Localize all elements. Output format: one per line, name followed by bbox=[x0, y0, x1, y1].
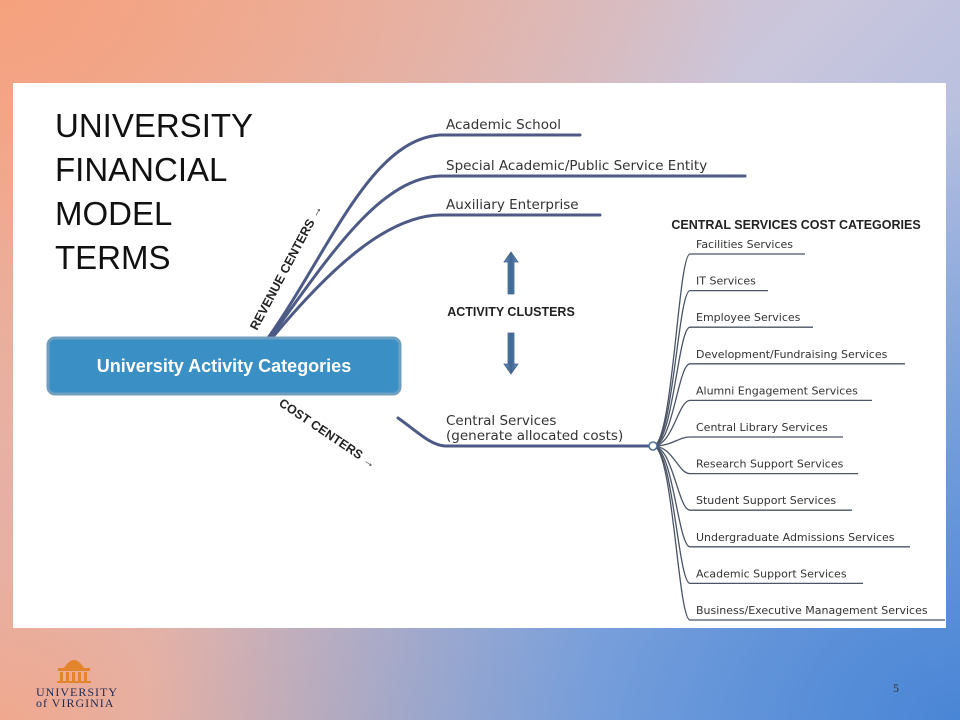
branch-label-auxiliary-enterprise: Auxiliary Enterprise bbox=[446, 197, 579, 213]
revenue-branch-lines bbox=[266, 133, 747, 448]
branch-label-academic-school: Academic School bbox=[446, 117, 561, 133]
cost-category-line bbox=[652, 289, 768, 447]
cost-category-line bbox=[652, 253, 805, 447]
root-node-label: University Activity Categories bbox=[97, 356, 351, 376]
activity-clusters-arrows bbox=[503, 251, 519, 375]
cost-category-line bbox=[652, 399, 872, 447]
cost-category-label: Academic Support Services bbox=[696, 567, 847, 580]
university-logo: UNIVERSITY of VIRGINIA bbox=[30, 648, 130, 710]
cost-category-label: Undergraduate Admissions Services bbox=[696, 531, 895, 544]
up-arrow-icon bbox=[503, 251, 519, 295]
logo-text-virginia: of VIRGINIA bbox=[36, 696, 115, 710]
cost-category-label: Facilities Services bbox=[696, 238, 793, 251]
central-services-hub bbox=[648, 441, 658, 451]
cost-category-line bbox=[652, 436, 843, 447]
cost-category-label: Student Support Services bbox=[696, 494, 836, 507]
cost-category-label: IT Services bbox=[696, 275, 756, 288]
root-node-box bbox=[46, 336, 402, 396]
cost-category-label: Employee Services bbox=[696, 311, 801, 324]
cost-centers-label: COST CENTERS → bbox=[276, 396, 378, 471]
cost-category-line bbox=[652, 445, 858, 475]
cost-category-label: Central Library Services bbox=[696, 421, 828, 434]
cost-category-label: Development/Fundraising Services bbox=[696, 348, 888, 361]
rotunda-icon bbox=[57, 660, 91, 683]
branch-line-central-services bbox=[396, 416, 654, 448]
cost-categories-heading: CENTRAL SERVICES COST CATEGORIES bbox=[671, 218, 920, 232]
cost-category-line bbox=[652, 445, 863, 585]
cost-category-label: Research Support Services bbox=[696, 458, 844, 471]
cost-category-lines bbox=[652, 253, 945, 621]
branch-line-academic-school bbox=[266, 133, 582, 340]
cost-category-line bbox=[652, 326, 813, 447]
activity-clusters-label: ACTIVITY CLUSTERS bbox=[447, 305, 575, 319]
central-services-sublabel: (generate allocated costs) bbox=[446, 428, 623, 444]
cost-category-label: Alumni Engagement Services bbox=[696, 384, 858, 397]
logo-text-university: UNIVERSITY bbox=[36, 685, 118, 699]
slide-number: 5 bbox=[893, 681, 899, 695]
cost-category-line bbox=[652, 445, 945, 621]
branch-line-auxiliary-enterprise bbox=[270, 213, 602, 340]
slide-title: UNIVERSITY FINANCIAL MODEL TERMS bbox=[55, 107, 254, 276]
cost-category-line bbox=[652, 363, 905, 447]
cost-category-line bbox=[652, 445, 852, 511]
down-arrow-icon bbox=[503, 332, 519, 375]
central-services-label: Central Services bbox=[446, 413, 556, 429]
branch-line-special-academic bbox=[268, 174, 747, 340]
cost-category-label: Business/Executive Management Services bbox=[696, 604, 928, 617]
branch-label-special-academic: Special Academic/Public Service Entity bbox=[446, 158, 707, 174]
